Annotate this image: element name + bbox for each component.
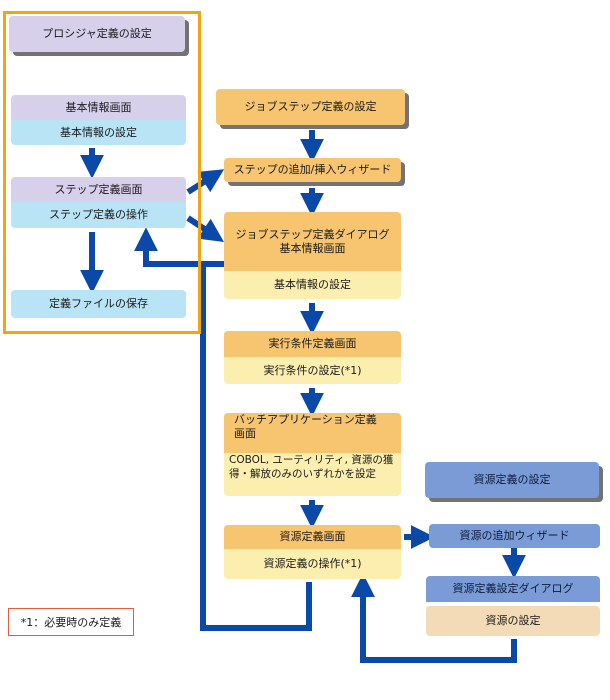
- procedure-def-label: プロシジャ定義の設定: [42, 27, 152, 40]
- procedure-definition-frame: [3, 11, 201, 334]
- job-step-dialog-line2: 基本情報画面: [279, 241, 346, 255]
- job-step-dialog-line1: ジョブステップ定義ダイアログ: [235, 227, 390, 241]
- arrow-return-resource-setting: [351, 573, 517, 663]
- resource-def-dialog-label: 資源定義設定ダイアログ: [452, 582, 574, 595]
- step-def-operation-box: ステップ定義の操作: [11, 202, 186, 228]
- step-add-wizard-box: ステップの追加/挿入ウィザード: [224, 158, 401, 182]
- job-step-def-box: ジョブステップ定義の設定: [216, 89, 405, 125]
- resource-def-operation-label: 資源定義の操作(*1): [263, 557, 362, 570]
- arrow-step-screen-to-wizard: [186, 169, 225, 195]
- resource-setting-box: 資源の設定: [426, 606, 600, 636]
- exec-cond-setting-box: 実行条件の設定(*1): [224, 357, 401, 384]
- save-def-file-box: 定義ファイルの保存: [11, 290, 186, 318]
- resource-setting-label: 資源の設定: [485, 614, 541, 627]
- basic-info-screen-box: 基本情報画面: [11, 95, 186, 120]
- arrow-return-resource-to-step: [170, 261, 312, 631]
- job-step-dialog-box: ジョブステップ定義ダイアログ 基本情報画面: [224, 212, 401, 271]
- basic-info-setting-label: 基本情報の設定: [60, 125, 137, 139]
- resource-def-screen-label: 資源定義画面: [279, 530, 346, 543]
- exec-cond-setting-label: 実行条件の設定(*1): [263, 363, 362, 377]
- resource-def-dialog-box: 資源定義設定ダイアログ: [426, 576, 600, 602]
- batch-app-line2: 画面: [234, 427, 256, 440]
- resource-def-screen-box: 資源定義画面: [224, 525, 401, 549]
- basic-info-screen-label: 基本情報画面: [65, 100, 132, 114]
- middle-basic-info-setting-box: 基本情報の設定: [224, 271, 401, 299]
- job-step-def-label: ジョブステップ定義の設定: [244, 100, 377, 113]
- footnote-box: *1：必要時のみ定義: [8, 608, 134, 636]
- step-add-wizard-label: ステップの追加/挿入ウィザード: [233, 163, 392, 176]
- footnote-text: *1：必要時のみ定義: [20, 616, 122, 629]
- resource-add-wizard-box: 資源の追加ウィザード: [429, 524, 600, 548]
- resource-def-operation-box: 資源定義の操作(*1): [224, 549, 401, 579]
- save-def-file-label: 定義ファイルの保存: [49, 297, 148, 310]
- procedure-def-box: プロシジャ定義の設定: [9, 16, 185, 52]
- resource-add-wizard-label: 資源の追加ウィザード: [459, 529, 570, 542]
- basic-info-setting-box: 基本情報の設定: [11, 120, 186, 145]
- step-def-operation-label: ステップ定義の操作: [49, 208, 148, 221]
- batch-app-screen-box: バッチアプリケーション定義 画面: [224, 413, 401, 453]
- batch-app-line1: バッチアプリケーション定義: [234, 413, 377, 426]
- exec-cond-screen-label: 実行条件定義画面: [268, 337, 357, 350]
- cobol-setting-box: COBOL, ユーティリティ, 資源の獲 得・解放のみのいずれかを設定: [224, 453, 401, 496]
- arrow-step-op-to-dialog: [186, 215, 224, 242]
- resource-def-setting-box: 資源定義の設定: [425, 462, 599, 498]
- cobol-line2: 得・解放のみのいずれかを設定: [229, 468, 376, 480]
- step-def-screen-box: ステップ定義画面: [11, 177, 186, 202]
- resource-def-setting-label: 資源定義の設定: [473, 473, 551, 486]
- middle-basic-info-setting-label: 基本情報の設定: [274, 278, 351, 291]
- exec-cond-screen-box: 実行条件定義画面: [224, 331, 401, 357]
- step-def-screen-label: ステップ定義画面: [54, 182, 143, 196]
- cobol-line1: COBOL, ユーティリティ, 資源の獲: [229, 454, 394, 466]
